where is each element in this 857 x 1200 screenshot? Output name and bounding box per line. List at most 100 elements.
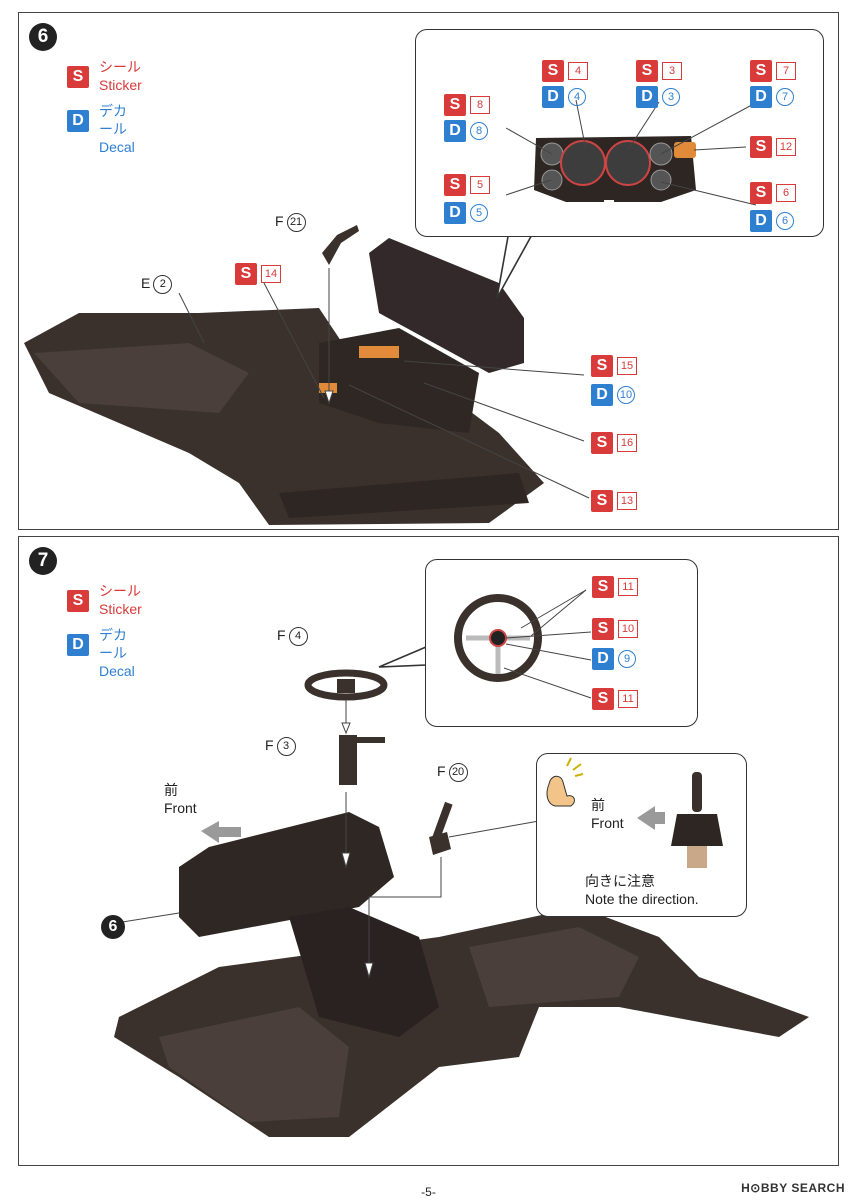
legend-decal-en: Decal <box>99 663 135 679</box>
gauge-slot <box>604 200 614 214</box>
floor-pan <box>114 907 809 1137</box>
sticker-icon: S <box>636 60 658 82</box>
floor-panel-rear <box>279 473 529 518</box>
decal-icon: D <box>750 86 772 108</box>
step-number: 6 <box>29 23 57 51</box>
s13-leader <box>348 384 590 499</box>
callout-tail <box>378 645 427 668</box>
callout-tail <box>496 230 536 299</box>
gauge-tach <box>560 140 606 186</box>
sticker-icon: S <box>592 576 614 598</box>
sticker-icon: S <box>750 136 772 158</box>
sticker-icon: S <box>67 590 89 612</box>
gauge-small-2 <box>541 169 563 191</box>
shifter-boot <box>671 814 723 846</box>
pointing-hand-icon <box>546 775 575 807</box>
dashboard <box>369 238 524 373</box>
gauge-small-4 <box>650 169 672 191</box>
s16-leader <box>423 382 585 442</box>
shifter-knob <box>692 772 702 812</box>
shifter-detail <box>546 757 723 868</box>
step7-illustration <box>114 645 809 1137</box>
s14-leader <box>263 282 325 399</box>
wheel-rim <box>454 594 542 682</box>
legend-decal-en: Decal <box>99 139 135 155</box>
step-number: 7 <box>29 547 57 575</box>
step-6-reference: 6 <box>101 915 125 939</box>
gauge-speedo <box>605 140 651 186</box>
sticker-icon: S <box>591 432 613 454</box>
floor-panel-left <box>34 343 249 413</box>
gauge-orange-panel <box>674 142 696 158</box>
step-6-panel: 6 S シール Sticker D デカール Decal <box>18 12 839 530</box>
console-sticker-area <box>359 346 399 358</box>
center-tunnel <box>289 907 439 1037</box>
sticker-icon: S <box>591 490 613 512</box>
horn-button <box>489 629 507 647</box>
steering-hub <box>337 679 355 693</box>
shifter-base <box>687 846 707 868</box>
wheel-detail <box>454 589 592 699</box>
legend-sticker-jp: シール <box>99 583 141 599</box>
page-number: -5- <box>421 1185 436 1199</box>
decal-icon: D <box>750 210 772 232</box>
legend-sticker-en: Sticker <box>99 601 142 617</box>
sticker-icon: S <box>444 94 466 116</box>
e2-leader <box>178 292 205 344</box>
gauge-cluster <box>505 99 762 214</box>
watermark-logo: H⊙BBY SEARCH <box>741 1181 845 1195</box>
sticker-icon: S <box>750 60 772 82</box>
part-f21 <box>322 225 359 265</box>
s15-leader <box>403 360 585 376</box>
sticker-icon: S <box>592 618 614 640</box>
shifter-boot <box>429 832 451 855</box>
sticker-icon: S <box>235 263 257 285</box>
shifter-lever <box>431 801 453 843</box>
console-sticker-area-2 <box>319 383 337 393</box>
sticker-icon: S <box>750 182 772 204</box>
floor-panel-left <box>159 1007 349 1122</box>
legend-sticker-jp: シール <box>99 59 141 75</box>
sticker-icon: S <box>542 60 564 82</box>
front-arrow-icon <box>201 821 241 843</box>
sticker-icon: S <box>592 688 614 710</box>
decal-icon: D <box>444 202 466 224</box>
decal-icon: D <box>444 120 466 142</box>
decal-icon: D <box>591 384 613 406</box>
legend-sticker-en: Sticker <box>99 77 142 93</box>
decal-icon: D <box>67 634 89 656</box>
front-arrow-icon <box>637 806 665 830</box>
decal-icon: D <box>592 648 614 670</box>
decal-icon: D <box>542 86 564 108</box>
steering-column <box>339 735 357 785</box>
sticker-icon: S <box>444 174 466 196</box>
legend-decal-jp: デカール <box>99 103 127 137</box>
sticker-icon: S <box>591 355 613 377</box>
